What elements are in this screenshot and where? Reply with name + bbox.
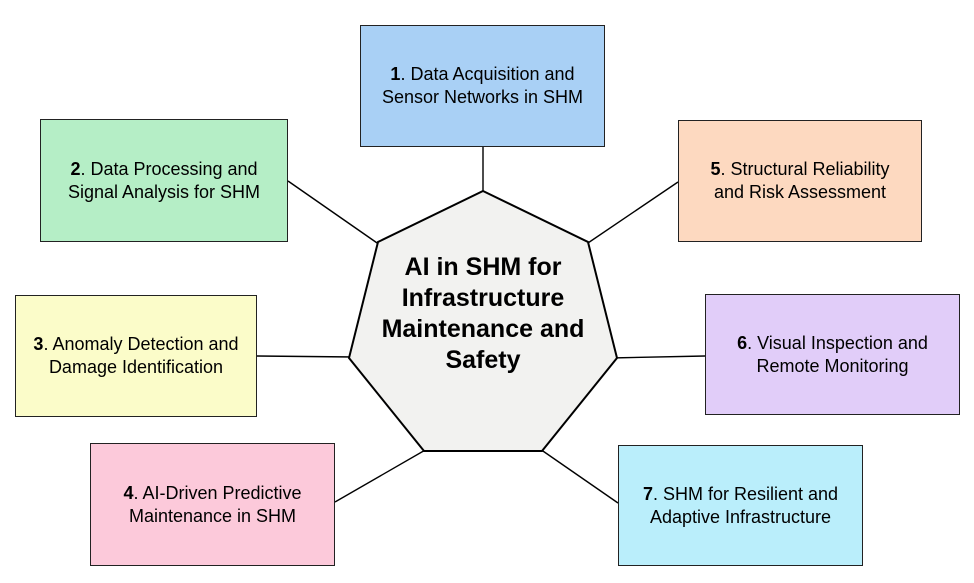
center-heptagon-shape	[347, 189, 619, 452]
connector-node7-center	[539, 448, 619, 504]
node-label-line1: 7. SHM for Resilient and	[643, 483, 838, 506]
node-data-acquisition: 1. Data Acquisition and Sensor Networks …	[360, 25, 605, 147]
node-anomaly-detection: 3. Anomaly Detection and Damage Identifi…	[15, 295, 257, 417]
node-number: 5	[710, 159, 721, 179]
connector-node4-center	[334, 448, 428, 503]
node-label-line2: Damage Identification	[48, 357, 224, 377]
center-topic-line: Maintenance and	[381, 314, 585, 343]
node-label-line2: Maintenance in SHM	[128, 505, 297, 526]
node-label-text: . Anomaly Detection and	[43, 334, 239, 354]
node-number: 2	[70, 158, 81, 179]
node-label-line2: Adaptive Infrastructure	[649, 506, 832, 527]
connector-node6-center	[609, 355, 706, 359]
node-data-processing: 2. Data Processing and Signal Analysis f…	[40, 119, 288, 242]
node-label-text: . Data Processing and	[80, 158, 258, 179]
center-topic-line: Safety	[445, 345, 521, 374]
connector-node3-center	[256, 355, 356, 358]
node-predictive-maintenance: 4. AI-Driven Predictive Maintenance in S…	[90, 443, 335, 566]
node-label-line1: 6. Visual Inspection and	[737, 332, 928, 355]
node-number: 3	[33, 334, 44, 354]
center-topic-line: AI in SHM for	[404, 252, 562, 281]
node-number: 1	[390, 64, 401, 84]
node-number: 4	[123, 482, 134, 503]
node-label-line1: 3. Anomaly Detection and	[33, 333, 238, 356]
node-structural-reliability: 5. Structural Reliability and Risk Asses…	[678, 120, 922, 242]
node-label-line2: Signal Analysis for SHM	[67, 181, 261, 202]
connector-node5-center	[584, 181, 679, 246]
node-number: 6	[737, 332, 748, 353]
node-number: 7	[642, 483, 653, 504]
node-label-text: . Data Acquisition and	[400, 64, 575, 84]
center-topic-line: Infrastructure	[401, 283, 565, 312]
node-label-line1: 4. AI-Driven Predictive	[123, 482, 301, 505]
node-label-text: . Structural Reliability	[720, 159, 890, 179]
connector-node2-center	[287, 180, 381, 246]
node-label-text: . Visual Inspection and	[747, 332, 928, 353]
node-visual-inspection: 6. Visual Inspection and Remote Monitori…	[705, 294, 960, 415]
center-topic-label: AI in SHM for Infrastructure Maintenance…	[353, 246, 613, 381]
node-label-line1: 5. Structural Reliability	[710, 158, 889, 181]
node-resilient-infrastructure: 7. SHM for Resilient and Adaptive Infras…	[618, 445, 863, 566]
node-label-text: . SHM for Resilient and	[652, 483, 839, 504]
node-label-line2: Sensor Networks in SHM	[381, 87, 584, 107]
node-label-line2: and Risk Assessment	[713, 182, 887, 202]
node-label-line2: Remote Monitoring	[756, 355, 909, 376]
node-label-line1: 1. Data Acquisition and	[390, 63, 574, 86]
node-label-text: . AI-Driven Predictive	[133, 482, 302, 503]
node-label-line1: 2. Data Processing and	[70, 158, 257, 181]
